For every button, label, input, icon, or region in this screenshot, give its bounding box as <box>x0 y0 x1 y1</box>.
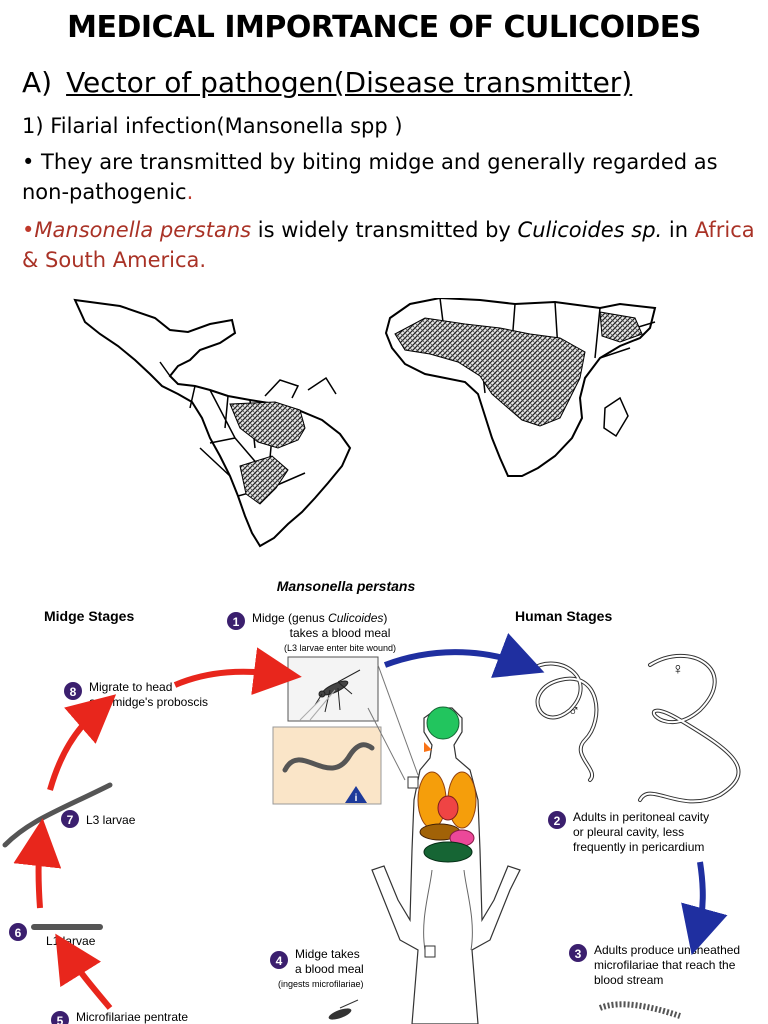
bullet-2-period: . <box>199 248 207 272</box>
male-symbol: ♂ <box>568 703 580 720</box>
bullet-2-marker: • <box>22 218 35 242</box>
arrow-1-to-2 <box>383 633 545 678</box>
vessels-icon <box>423 869 473 951</box>
step-3-line3: blood stream <box>594 973 663 987</box>
human-stages-label: Human Stages <box>515 608 612 624</box>
step-4-line1: Midge takes <box>295 947 360 961</box>
arrow-8-to-1 <box>173 647 302 695</box>
americas-endemic-region <box>229 401 306 449</box>
arrow-6-to-7 <box>13 818 62 909</box>
bullet-2: •Mansonella perstans is widely transmitt… <box>22 215 762 275</box>
intestine-icon <box>423 841 473 863</box>
step-8-number: 8 <box>70 685 77 699</box>
step-1-line1c: ) <box>383 611 387 625</box>
step-4-badge <box>270 951 288 969</box>
section-heading-text: Vector of pathogen(Disease transmitter) <box>66 66 633 99</box>
africa-endemic-region <box>394 317 586 427</box>
step-1-genus: Culicoides <box>328 611 383 625</box>
step-8-line1: Migrate to head <box>89 680 172 694</box>
heart-icon <box>437 795 459 821</box>
step-7-badge <box>61 810 79 828</box>
step-2-line3: frequently in pericardium <box>573 840 704 854</box>
arrow-2-to-3 <box>681 861 728 956</box>
step-2-number: 2 <box>554 814 561 828</box>
step-8-line2: and midge's proboscis <box>89 695 208 709</box>
step-3-badge <box>569 944 587 962</box>
brain-icon <box>426 706 460 740</box>
bullet-1: • They are transmitted by biting midge a… <box>22 147 762 207</box>
distribution-maps <box>73 298 657 548</box>
bullet-1-period: . <box>186 180 194 204</box>
step-2-line2: or pleural cavity, less <box>573 825 684 839</box>
arrow-7-to-8 <box>47 694 117 791</box>
step-1-number: 1 <box>233 615 240 629</box>
adult-worms-icon <box>528 653 741 804</box>
life-cycle-diagram: Mansonella perstans Midge Stages Human S… <box>2 578 741 1024</box>
midge-feeding-icon <box>328 999 359 1020</box>
step-6-number: 6 <box>15 926 22 940</box>
larva-icon <box>282 742 375 773</box>
step-5-badge <box>51 1011 69 1024</box>
step-1-line1: Midge (genus Culicoides) <box>252 611 387 625</box>
americas-map <box>73 298 352 548</box>
step-4-line3: (ingests microfilariae) <box>278 979 364 989</box>
diagram-title: Mansonella perstans <box>277 578 416 594</box>
bullet-2-in: in <box>662 218 695 242</box>
step-5-line1: Microfilariae pentrate <box>76 1010 188 1024</box>
vector-name: Culicoides sp. <box>517 218 663 242</box>
step-6-label: L1 larvae <box>46 934 96 948</box>
human-body-icon <box>371 707 521 1024</box>
step-7-number: 7 <box>67 813 74 827</box>
step-5-number: 5 <box>57 1014 64 1024</box>
diagnostic-box-chest <box>407 776 419 789</box>
step-4-line2: a blood meal <box>295 962 364 976</box>
step-4-number: 4 <box>276 954 283 968</box>
region-name: Africa & South America <box>22 218 755 272</box>
bullet-1-text: • They are transmitted by biting midge a… <box>22 150 718 204</box>
midge-icon <box>314 669 361 713</box>
arrow-5-to-6 <box>55 933 113 1010</box>
midge-stages-label: Midge Stages <box>44 608 134 624</box>
step-3-number: 3 <box>575 947 582 961</box>
species-name: Mansonella perstans <box>34 218 252 242</box>
point-1: 1) Filarial infection(Mansonella spp ) <box>22 114 403 138</box>
step-1-badge <box>227 612 245 630</box>
step-1-line1a: Midge (genus <box>252 611 328 625</box>
americas-endemic-south <box>239 455 289 505</box>
africa-endemic-east <box>599 311 643 343</box>
infective-stage-icon <box>345 786 367 803</box>
diagnostic-box-leg <box>424 945 436 958</box>
step-3-line1: Adults produce unsheathed <box>594 943 740 957</box>
slide-title: MEDICAL IMPORTANCE OF CULICOIDES <box>67 10 701 45</box>
throat-icon <box>424 742 432 752</box>
bullet-2-mid: is widely transmitted by <box>251 218 518 242</box>
step-2-badge <box>548 811 566 829</box>
section-letter: A) <box>22 66 53 99</box>
step-1-line2: takes a blood meal <box>290 626 391 640</box>
step-7-label: L3 larvae <box>86 813 136 827</box>
step-6-badge <box>9 923 27 941</box>
step-1-line3: (L3 larvae enter bite wound) <box>284 643 396 653</box>
section-heading: A) Vector of pathogen(Disease transmitter… <box>22 66 632 99</box>
microfilariae-icon <box>598 1001 681 1019</box>
step-2-line1: Adults in peritoneal cavity <box>573 810 709 824</box>
female-symbol: ♀ <box>672 661 684 678</box>
step-3-line2: microfilariae that reach the <box>594 958 736 972</box>
infective-marker: i <box>355 793 358 804</box>
